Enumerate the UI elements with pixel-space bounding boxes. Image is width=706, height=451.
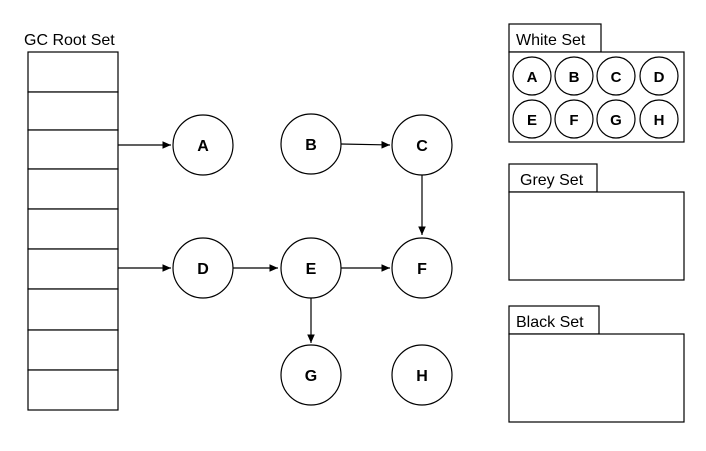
node-e: E xyxy=(280,237,342,299)
white-set-tab xyxy=(508,23,602,53)
node-f: F xyxy=(391,237,453,299)
node-label: H xyxy=(416,368,428,385)
black-set-title: Black Set xyxy=(516,314,584,331)
white-set-member: C xyxy=(596,56,636,96)
root-slot xyxy=(27,168,119,210)
root-slot xyxy=(27,208,119,250)
root-slot xyxy=(27,51,119,93)
white-set-member: B xyxy=(554,56,594,96)
root-slot xyxy=(27,288,119,331)
root-slot xyxy=(27,91,119,131)
root-slot xyxy=(27,129,119,170)
node-d: D xyxy=(172,237,234,299)
node-label: G xyxy=(305,368,317,385)
root-slot xyxy=(27,329,119,371)
node-b: B xyxy=(280,113,342,175)
white-set-member: F xyxy=(554,99,594,139)
svg-text:B: B xyxy=(569,69,580,86)
grey-set-box xyxy=(508,191,685,281)
node-a: A xyxy=(172,114,234,176)
svg-text:D: D xyxy=(654,69,665,86)
white-set-member: A xyxy=(512,56,552,96)
node-label: A xyxy=(197,138,209,155)
node-label: B xyxy=(305,137,317,154)
svg-text:F: F xyxy=(569,112,578,129)
node-g: G xyxy=(280,344,342,406)
root-set-title: GC Root Set xyxy=(24,32,115,49)
svg-text:C: C xyxy=(611,69,622,86)
root-slot xyxy=(27,369,119,411)
white-set: White Set A B C D E F G xyxy=(508,23,685,143)
node-c: C xyxy=(391,114,453,176)
black-set-box xyxy=(508,333,685,423)
root-slot xyxy=(27,248,119,290)
node-label: E xyxy=(306,261,317,278)
svg-text:A: A xyxy=(527,69,538,86)
white-set-title: White Set xyxy=(516,32,586,49)
svg-text:H: H xyxy=(654,112,665,129)
white-set-member: E xyxy=(512,99,552,139)
node-label: C xyxy=(416,138,428,155)
root-set-stack xyxy=(27,51,119,411)
black-set: Black Set xyxy=(508,305,685,423)
node-label: D xyxy=(197,261,209,278)
grey-set-title: Grey Set xyxy=(520,172,584,189)
svg-text:E: E xyxy=(527,112,537,129)
white-set-member: H xyxy=(639,99,679,139)
grey-set-tab xyxy=(508,163,598,193)
white-set-member: G xyxy=(596,99,636,139)
grey-set: Grey Set xyxy=(508,163,685,281)
svg-text:G: G xyxy=(610,112,622,129)
white-set-member: D xyxy=(639,56,679,96)
node-label: F xyxy=(417,261,427,278)
edge-b-to-c xyxy=(340,140,391,149)
node-h: H xyxy=(391,344,453,406)
